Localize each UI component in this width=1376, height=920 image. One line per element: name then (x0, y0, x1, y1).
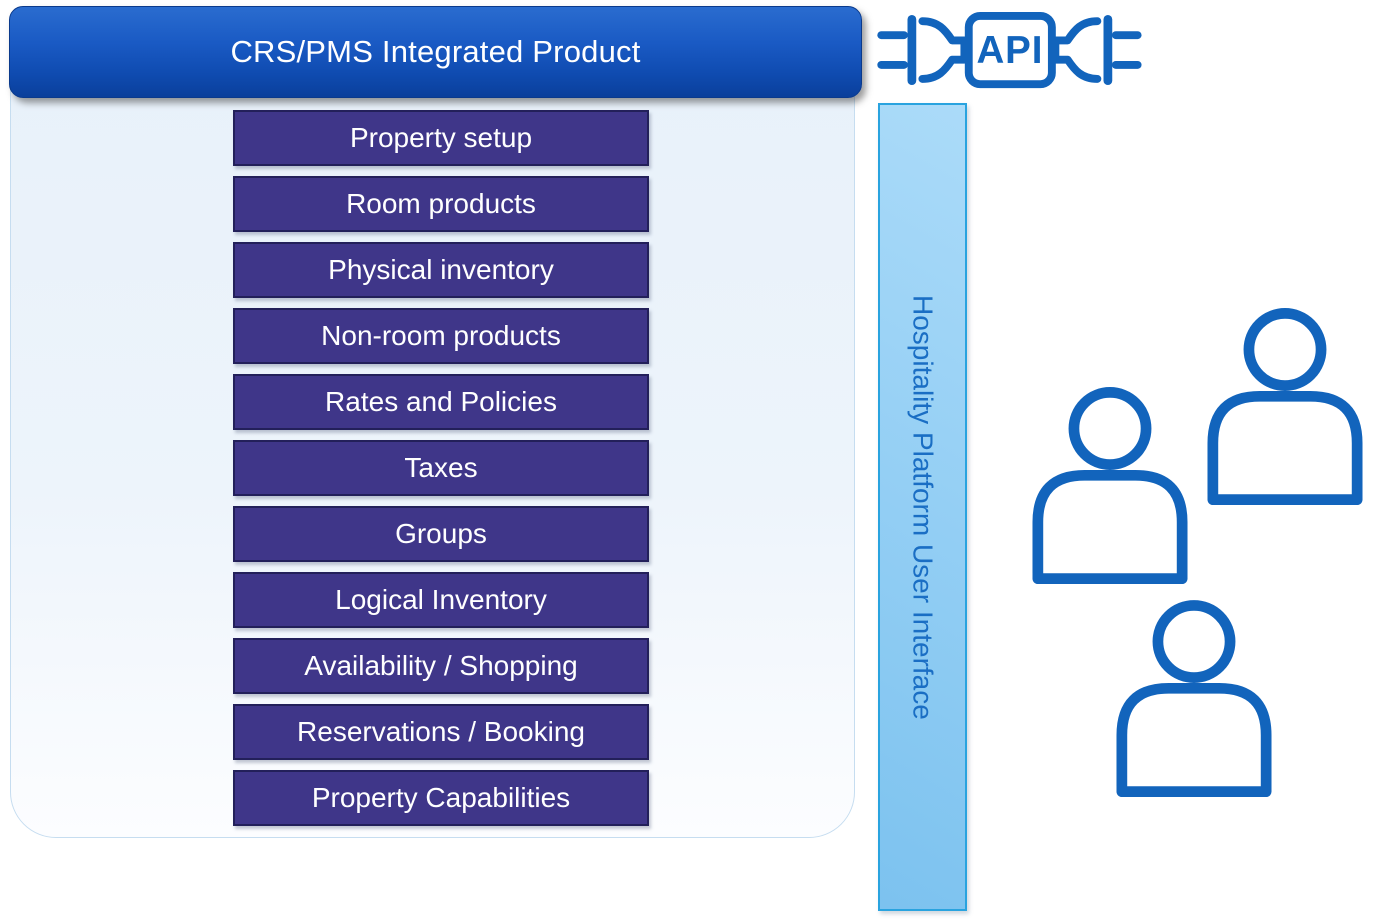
user-body (1207, 390, 1363, 506)
crs-pms-header: CRS/PMS Integrated Product (9, 6, 862, 98)
module-item-room-products: Room products (233, 176, 649, 232)
module-item-physical-inventory: Physical inventory (233, 242, 649, 298)
module-item-property-setup: Property setup (233, 110, 649, 166)
plug-horn (1051, 17, 1102, 83)
user-icon (1207, 308, 1363, 506)
user-head (1068, 387, 1152, 470)
module-item-taxes: Taxes (233, 440, 649, 496)
ui-bar-label: Hospitality Platform User Interface (907, 294, 939, 720)
module-item-rates-and-policies: Rates and Policies (233, 374, 649, 430)
module-list: Property setup Room products Physical in… (233, 110, 649, 826)
api-plug-icon: API (877, 11, 1142, 89)
user-body (1032, 469, 1188, 585)
module-item-logical-inventory: Logical Inventory (233, 572, 649, 628)
user-icon (1116, 600, 1272, 798)
module-item-groups: Groups (233, 506, 649, 562)
module-item-property-capabilities: Property Capabilities (233, 770, 649, 826)
hospitality-ui-bar: Hospitality Platform User Interface (878, 103, 967, 911)
header-title: CRS/PMS Integrated Product (230, 34, 641, 69)
api-label: API (976, 29, 1043, 72)
user-head (1243, 308, 1327, 391)
module-item-non-room-products: Non-room products (233, 308, 649, 364)
module-item-availability-shopping: Availability / Shopping (233, 638, 649, 694)
user-head (1152, 600, 1236, 683)
module-item-reservations-booking: Reservations / Booking (233, 704, 649, 760)
user-body (1116, 682, 1272, 798)
plug-horn (918, 17, 969, 83)
user-icon (1032, 387, 1188, 585)
